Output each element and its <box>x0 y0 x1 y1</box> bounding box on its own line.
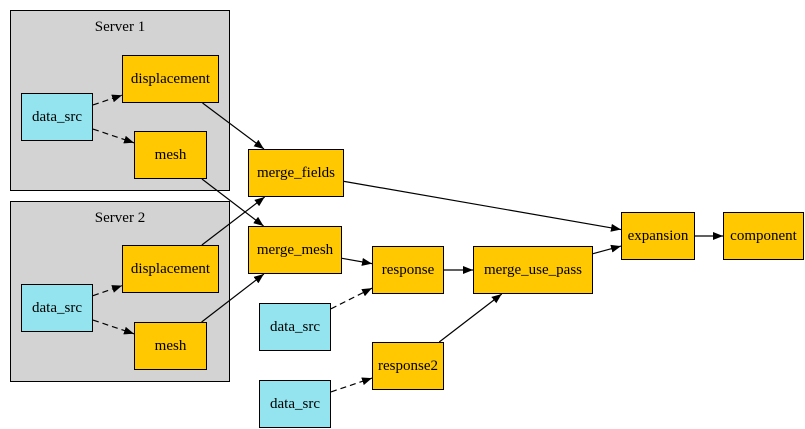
node-expansion[interactable]: expansion <box>621 212 695 260</box>
edge-s2_data_src-to-s2_mesh <box>92 319 135 335</box>
edge-data_src_3-to-response <box>330 287 373 310</box>
node-data-src-server-2[interactable]: data_src <box>21 284 93 332</box>
edge-s2_displacement-to-merge_fields <box>201 196 265 246</box>
node-data-src-4[interactable]: data_src <box>259 380 331 428</box>
node-data-src-3[interactable]: data_src <box>259 303 331 351</box>
edge-s2_mesh-to-merge_mesh <box>201 273 265 323</box>
cluster-title-server-1: Server 1 <box>94 19 146 35</box>
edge-s1_data_src-to-s1_mesh <box>92 128 135 144</box>
cluster-title-server-2: Server 2 <box>94 210 146 226</box>
node-displacement-server-2[interactable]: displacement <box>122 245 219 293</box>
node-data-src-server-1[interactable]: data_src <box>21 93 93 141</box>
node-response[interactable]: response <box>372 246 444 294</box>
edge-data_src_4-to-response2 <box>330 377 373 393</box>
node-merge-mesh[interactable]: merge_mesh <box>248 226 342 274</box>
edge-response2-to-merge_use_pass <box>438 293 503 343</box>
node-mesh-server-2[interactable]: mesh <box>134 322 207 370</box>
node-component[interactable]: component <box>723 212 804 260</box>
node-displacement-server-1[interactable]: displacement <box>122 55 219 103</box>
edge-s2_data_src-to-s2_displacement <box>92 285 123 297</box>
node-mesh-server-1[interactable]: mesh <box>134 131 207 179</box>
node-merge-fields[interactable]: merge_fields <box>248 149 344 197</box>
node-merge-use-pass[interactable]: merge_use_pass <box>473 246 593 294</box>
edge-s1_displacement-to-merge_fields <box>202 102 265 150</box>
edge-s1_data_src-to-s1_displacement <box>92 94 123 106</box>
edge-merge_fields-to-expansion <box>343 180 622 232</box>
edge-s1_mesh-to-merge_mesh <box>201 178 264 227</box>
edge-merge_mesh-to-response <box>341 257 373 266</box>
node-response2[interactable]: response2 <box>372 342 444 390</box>
edge-merge_use_pass-to-expansion <box>592 244 622 255</box>
